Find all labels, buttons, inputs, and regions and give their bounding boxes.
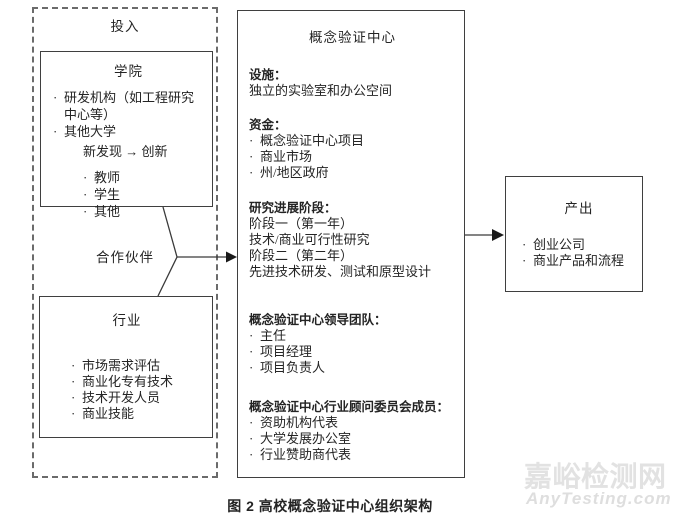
- industry-box-title: 行业: [112, 313, 142, 328]
- list-item-text: 行业赞助商代表: [260, 447, 352, 462]
- list-item-text: 教师: [94, 170, 121, 185]
- section-funding: 资金： · 概念验证中心项目 · 商业市场 · 州/地区政府: [249, 117, 456, 181]
- bullet-dot: ·: [249, 165, 254, 180]
- bullet-dot: ·: [53, 124, 58, 139]
- bullet-dot: ·: [83, 187, 88, 202]
- list-item: · 商业技能: [71, 406, 204, 422]
- watermark-site-url: AnyTesting.com: [526, 489, 672, 508]
- list-item-text: 技术开发人员: [82, 390, 161, 405]
- list-item-text: 其他大学: [64, 124, 117, 139]
- industry-bullet-list: · 市场需求评估 · 商业化专有技术 · 技术开发人员 · 商业技能: [50, 358, 204, 422]
- list-item: · 其他: [83, 203, 204, 220]
- list-item: · 主任: [249, 328, 456, 344]
- list-item: · 州/地区政府: [249, 165, 456, 181]
- section-line: 阶段一（第一年）: [249, 216, 354, 231]
- bullet-dot: ·: [83, 170, 88, 185]
- list-item-text: 研发机构（如工程研究中心等）: [64, 90, 195, 122]
- list-item: · 行业赞助商代表: [249, 447, 456, 463]
- arrow-right-icon: [492, 229, 504, 241]
- section-line: 独立的实验室和办公空间: [249, 83, 393, 98]
- bullet-dot: ·: [71, 406, 76, 421]
- partner-label: 合作伙伴: [96, 250, 154, 265]
- poc-center-box: 概念验证中心 设施： 独立的实验室和办公空间 资金： · 概念验证中心项目 · …: [237, 10, 465, 478]
- list-item: · 其他大学: [53, 123, 204, 140]
- section-heading: 概念验证中心领导团队：: [249, 313, 387, 327]
- list-item-text: 市场需求评估: [82, 358, 161, 373]
- section-heading: 研究进展阶段：: [249, 201, 337, 215]
- input-group-dashed-box: [32, 7, 218, 478]
- college-sub-bullet-list: · 教师 · 学生 · 其他: [83, 169, 204, 220]
- arrow-right-icon: [226, 251, 237, 263]
- section-heading: 资金：: [249, 118, 287, 132]
- list-item: · 技术开发人员: [71, 390, 204, 406]
- list-item-text: 项目负责人: [260, 360, 326, 375]
- bullet-dot: ·: [249, 447, 254, 462]
- section-line: 技术/商业可行性研究: [249, 232, 370, 247]
- list-item: · 学生: [83, 186, 204, 203]
- output-bullet-list: · 创业公司 · 商业产品和流程: [522, 237, 636, 269]
- output-box-title: 产出: [564, 201, 594, 216]
- section-heading: 设施：: [249, 68, 287, 82]
- list-item: · 概念验证中心项目: [249, 133, 456, 149]
- list-item-text: 州/地区政府: [260, 165, 329, 180]
- bullet-dot: ·: [522, 253, 527, 268]
- list-item-text: 其他: [94, 204, 121, 219]
- bullet-dot: ·: [83, 204, 88, 219]
- watermark-site-name: 嘉峪检测网: [524, 461, 667, 492]
- discovery-innovation-label: 新发现 → 创新: [83, 144, 168, 159]
- list-item-text: 资助机构代表: [260, 415, 339, 430]
- input-group-title: 投入: [110, 19, 140, 34]
- list-item: · 资助机构代表: [249, 415, 456, 431]
- list-item-text: 大学发展办公室: [260, 431, 352, 446]
- bullet-dot: ·: [71, 390, 76, 405]
- college-box-title: 学院: [114, 64, 143, 79]
- list-item: · 商业化专有技术: [71, 374, 204, 390]
- list-item: · 创业公司: [522, 237, 636, 253]
- section-facilities: 设施： 独立的实验室和办公空间: [249, 67, 456, 99]
- list-item-text: 创业公司: [533, 237, 586, 252]
- list-item: · 项目经理: [249, 344, 456, 360]
- poc-center-title: 概念验证中心: [309, 30, 396, 45]
- list-item-text: 学生: [94, 187, 121, 202]
- bullet-dot: ·: [522, 237, 527, 252]
- bullet-dot: ·: [249, 149, 254, 164]
- list-item: · 教师: [83, 169, 204, 186]
- bullet-dot: ·: [71, 374, 76, 389]
- figure-caption: 图 2 高校概念验证中心组织架构: [227, 498, 433, 514]
- bullet-dot: ·: [249, 133, 254, 148]
- section-heading: 概念验证中心行业顾问委员会成员：: [249, 400, 450, 414]
- section-line: 阶段二（第二年）: [249, 248, 354, 263]
- section-line: 先进技术研发、测试和原型设计: [249, 264, 432, 279]
- list-item-text: 概念验证中心项目: [260, 133, 365, 148]
- college-box: 学院 · 研发机构（如工程研究中心等） · 其他大学 新发现 → 创新 · 教师…: [40, 51, 213, 219]
- bullet-dot: ·: [249, 344, 254, 359]
- output-box: 产出 · 创业公司 · 商业产品和流程: [505, 176, 643, 292]
- list-item: · 商业产品和流程: [522, 253, 636, 269]
- section-leadership-team: 概念验证中心领导团队： · 主任 · 项目经理 · 项目负责人: [249, 312, 456, 376]
- list-item: · 研发机构（如工程研究中心等）: [53, 89, 204, 123]
- college-bullet-list: · 研发机构（如工程研究中心等） · 其他大学: [53, 89, 204, 140]
- list-item: · 市场需求评估: [71, 358, 204, 374]
- bullet-dot: ·: [71, 358, 76, 373]
- bullet-dot: ·: [249, 360, 254, 375]
- bullet-dot: ·: [249, 431, 254, 446]
- bullet-dot: ·: [53, 90, 58, 105]
- list-item-text: 商业产品和流程: [533, 253, 625, 268]
- list-item: · 项目负责人: [249, 360, 456, 376]
- bullet-dot: ·: [249, 415, 254, 430]
- industry-box: 行业 · 市场需求评估 · 商业化专有技术 · 技术开发人员 · 商业技能: [39, 296, 213, 438]
- list-item: · 商业市场: [249, 149, 456, 165]
- list-item-text: 主任: [260, 328, 287, 343]
- list-item: · 大学发展办公室: [249, 431, 456, 447]
- list-item-text: 商业技能: [82, 406, 135, 421]
- section-research-stages: 研究进展阶段： 阶段一（第一年） 技术/商业可行性研究 阶段二（第二年） 先进技…: [249, 200, 456, 280]
- list-item-text: 商业化专有技术: [82, 374, 174, 389]
- section-advisory-board: 概念验证中心行业顾问委员会成员： · 资助机构代表 · 大学发展办公室 · 行业…: [249, 399, 456, 463]
- list-item-text: 项目经理: [260, 344, 313, 359]
- bullet-dot: ·: [249, 328, 254, 343]
- list-item-text: 商业市场: [260, 149, 313, 164]
